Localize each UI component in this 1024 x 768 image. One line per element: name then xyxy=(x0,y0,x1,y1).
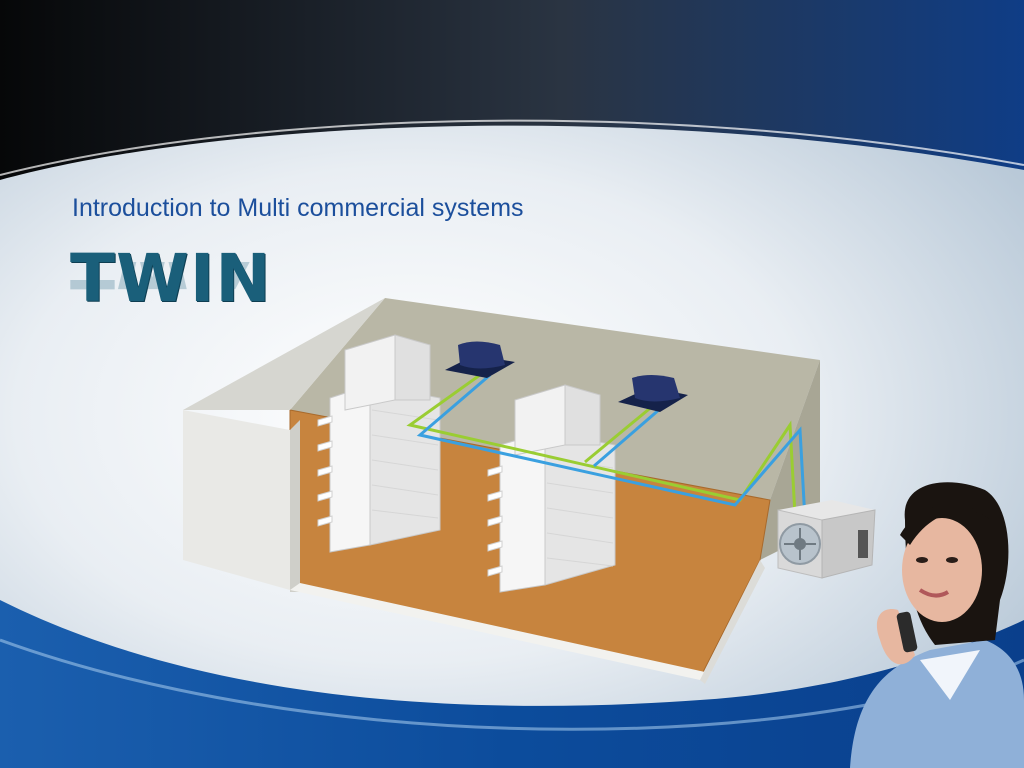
slide-title: TWIN xyxy=(70,240,272,317)
ceiling-cassette-icon xyxy=(618,375,688,412)
ceiling-cassette-icon xyxy=(445,341,515,378)
slide-subtitle: Introduction to Multi commercial systems xyxy=(72,194,524,222)
outdoor-condenser-icon xyxy=(777,500,876,579)
shelving-unit-left xyxy=(317,334,441,553)
refrigerant-pipes xyxy=(406,373,807,521)
left-wall xyxy=(183,298,385,410)
woman-on-phone-icon xyxy=(850,482,1024,768)
shelving-unit-right xyxy=(487,384,616,593)
